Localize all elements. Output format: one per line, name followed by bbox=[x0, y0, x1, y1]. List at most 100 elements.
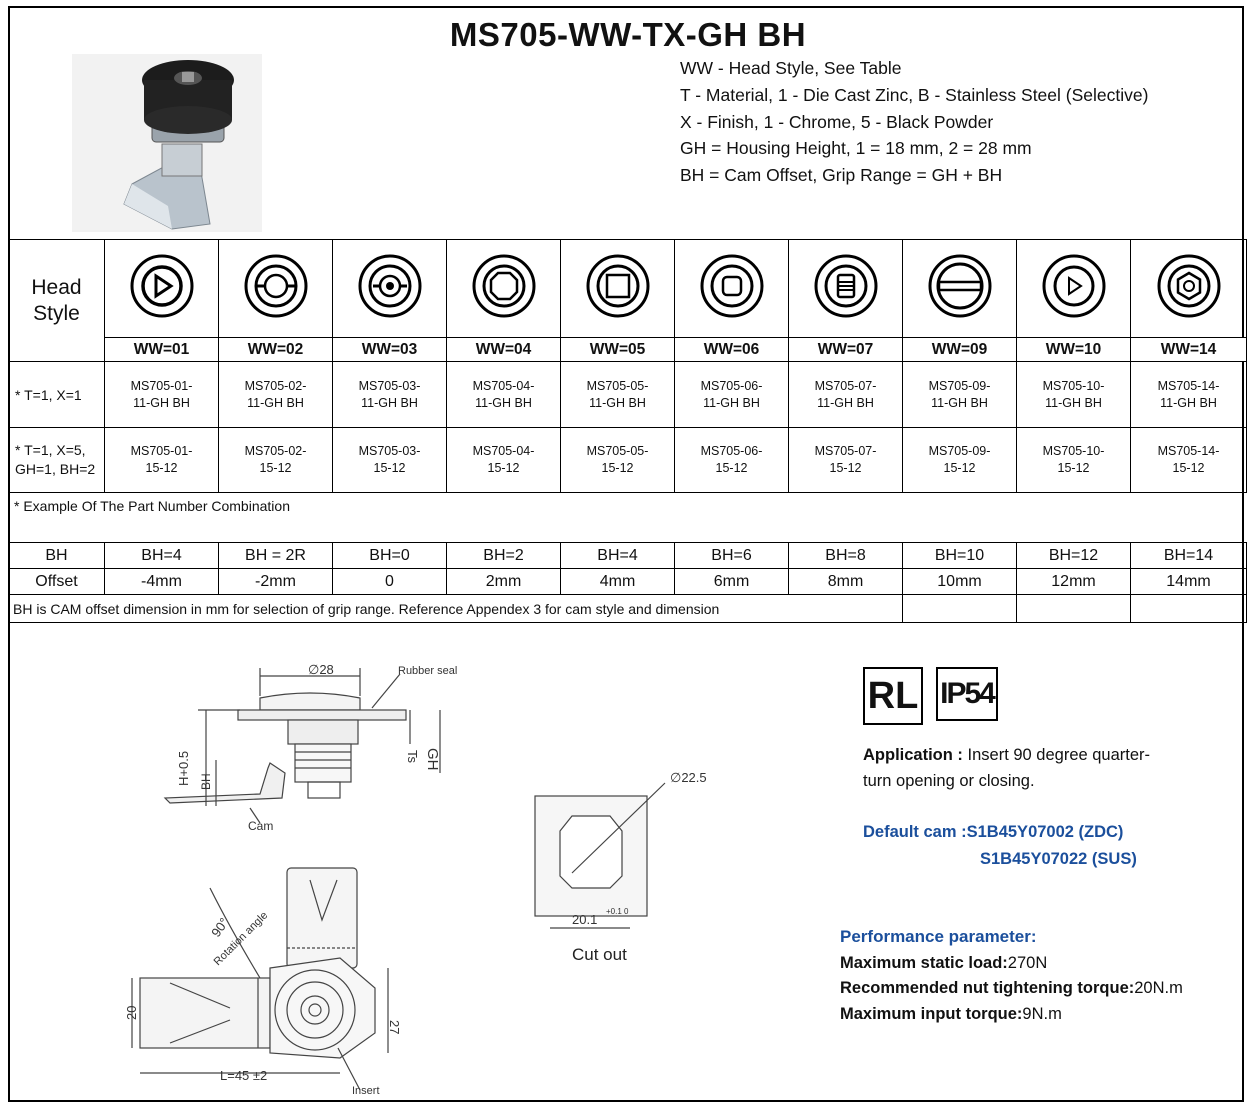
pn-line: MS705-01- bbox=[130, 378, 193, 393]
pn-line: MS705-14- bbox=[1157, 378, 1220, 393]
default-cam-line: Default cam :S1B45Y07002 (ZDC) bbox=[863, 823, 1123, 842]
ww-code: WW=01 bbox=[104, 337, 219, 362]
part-number-cell: MS705-10-15-12 bbox=[1016, 427, 1131, 493]
pn-line: 15-12 bbox=[373, 461, 406, 475]
pn-line: 11-GH BH bbox=[475, 395, 532, 410]
perf-nut-value: 20N.m bbox=[1134, 979, 1183, 997]
perf-input: Maximum input torque:9N.m bbox=[840, 1005, 1062, 1024]
ww-code: WW=10 bbox=[1016, 337, 1131, 362]
ww-code: WW=14 bbox=[1130, 337, 1247, 362]
bh-value: BH=6 bbox=[674, 542, 789, 569]
row2-label-1: * T=1, X=5, bbox=[15, 442, 86, 458]
offset-value: 12mm bbox=[1016, 568, 1131, 595]
application-label: Application : bbox=[863, 746, 963, 764]
head-icon-cell bbox=[332, 239, 447, 338]
spec-line-5: BH = Cam Offset, Grip Range = GH + BH bbox=[680, 165, 1003, 185]
label-rubber-seal: Rubber seal bbox=[398, 665, 457, 677]
split-ring-icon bbox=[244, 254, 307, 318]
label-cam: Cam bbox=[248, 819, 273, 833]
pn-line: MS705-14- bbox=[1157, 444, 1220, 458]
offset-value: -4mm bbox=[104, 568, 219, 595]
pn-line: MS705-09- bbox=[928, 378, 991, 393]
pn-line: MS705-07- bbox=[814, 378, 877, 393]
empty-cell bbox=[1016, 594, 1131, 623]
table-row: Offset -4mm -2mm 0 2mm 4mm 6mm 8mm 10mm … bbox=[8, 568, 1247, 595]
part-number-cell: MS705-10- 11-GH BH bbox=[1016, 361, 1131, 428]
ww-code: WW=05 bbox=[560, 337, 675, 362]
pn-line: 15-12 bbox=[715, 461, 748, 475]
dim-20: 20 bbox=[124, 1006, 139, 1020]
bh-offset-table: BH BH=4 BH = 2R BH=0 BH=2 BH=4 BH=6 BH=8… bbox=[8, 542, 1247, 623]
bh-label: BH bbox=[8, 542, 105, 569]
offset-value: 8mm bbox=[788, 568, 903, 595]
pn-line: 11-GH BH bbox=[931, 395, 988, 410]
dim-dia28: ∅28 bbox=[308, 662, 334, 677]
offset-value: 10mm bbox=[902, 568, 1017, 595]
pn-line: 11-GH BH bbox=[247, 395, 304, 410]
part-number-cell: MS705-09- 11-GH BH bbox=[902, 361, 1017, 428]
pn-line: 11-GH BH bbox=[133, 395, 190, 410]
head-icon-cell bbox=[902, 239, 1017, 338]
ww-code: WW=02 bbox=[218, 337, 333, 362]
page-title: MS705-WW-TX-GH BH bbox=[449, 16, 807, 53]
empty-cell bbox=[1130, 594, 1247, 623]
offset-value: 14mm bbox=[1130, 568, 1247, 595]
head-label-1: Head bbox=[31, 275, 82, 299]
bh-value: BH=0 bbox=[332, 542, 447, 569]
dim-angle: 90° bbox=[208, 915, 232, 940]
pn-line: MS705-06- bbox=[700, 378, 763, 393]
row2-label: * T=1, X=5, GH=1, BH=2 bbox=[8, 427, 105, 493]
octagon-drive-icon bbox=[472, 254, 535, 318]
perf-nut: Recommended nut tightening torque:20N.m bbox=[840, 979, 1183, 998]
head-style-table: Head Style WW=01 WW=02 WW=03 WW=04 WW=05… bbox=[8, 239, 1247, 493]
ww-code: WW=03 bbox=[332, 337, 447, 362]
dim-27: 27 bbox=[387, 1020, 402, 1034]
dim-ts: Ts bbox=[405, 750, 420, 764]
table-row: BH BH=4 BH = 2R BH=0 BH=2 BH=4 BH=6 BH=8… bbox=[8, 542, 1247, 569]
pn-line: MS705-07- bbox=[814, 444, 877, 458]
pn-line: MS705-04- bbox=[472, 444, 535, 458]
part-number-cell: MS705-05-15-12 bbox=[560, 427, 675, 493]
offset-value: 2mm bbox=[446, 568, 561, 595]
head-style-label: Head Style bbox=[8, 239, 105, 362]
pn-line: 15-12 bbox=[943, 461, 976, 475]
pn-line: 15-12 bbox=[487, 461, 520, 475]
dim-gh: GH bbox=[424, 748, 441, 771]
part-number-footnote: * Example Of The Part Number Combination bbox=[14, 498, 290, 514]
pin-ring-icon bbox=[358, 254, 421, 318]
triangle-outline-icon bbox=[1042, 254, 1105, 318]
part-number-cell: MS705-01- 11-GH BH bbox=[104, 361, 219, 428]
pn-line: 15-12 bbox=[601, 461, 634, 475]
offset-value: 6mm bbox=[674, 568, 789, 595]
pn-line: 15-12 bbox=[829, 461, 862, 475]
application-text-1: Insert 90 degree quarter- bbox=[962, 746, 1151, 764]
performance-title: Performance parameter: bbox=[840, 927, 1037, 946]
pn-line: 15-12 bbox=[259, 461, 292, 475]
rounded-square-drive-icon bbox=[700, 254, 763, 318]
table-row: * T=1, X=5,GH=1, BH=2 MS705-01-15-12 MS7… bbox=[8, 427, 1247, 493]
perf-nut-label: Recommended nut tightening torque: bbox=[840, 979, 1135, 997]
table-row: * T=1, X=1 MS705-01-11-GH BH MS705-02-11… bbox=[8, 361, 1247, 428]
technical-drawing: ∅28 Rubber seal H+0.5 BH Ts GH Cam 90° R… bbox=[124, 662, 707, 1097]
pn-line: MS705-03- bbox=[358, 444, 421, 458]
pn-line: MS705-10- bbox=[1042, 378, 1105, 393]
part-number-cell: MS705-03- 15-12 bbox=[332, 427, 447, 493]
head-icon-cell bbox=[446, 239, 561, 338]
pn-line: 11-GH BH bbox=[1045, 395, 1102, 410]
triangle-drive-icon bbox=[130, 254, 193, 318]
row2-label-2: GH=1, BH=2 bbox=[15, 461, 96, 477]
head-icon-cell bbox=[1130, 239, 1247, 338]
default-cam-zdc: S1B45Y07002 (ZDC) bbox=[966, 823, 1124, 841]
bh-note: BH is CAM offset dimension in mm for sel… bbox=[8, 594, 903, 623]
empty-cell bbox=[902, 594, 1017, 623]
head-icon-cell bbox=[218, 239, 333, 338]
bh-value: BH=4 bbox=[104, 542, 219, 569]
default-cam-sus: S1B45Y07022 (SUS) bbox=[980, 850, 1137, 868]
product-photo bbox=[72, 54, 262, 232]
offset-value: -2mm bbox=[218, 568, 333, 595]
ww-code: WW=07 bbox=[788, 337, 903, 362]
part-number-cell: MS705-04- 15-12 bbox=[446, 427, 561, 493]
head-label-2: Style bbox=[33, 301, 80, 325]
ww-code: WW=06 bbox=[674, 337, 789, 362]
pn-line: 11-GH BH bbox=[361, 395, 418, 410]
